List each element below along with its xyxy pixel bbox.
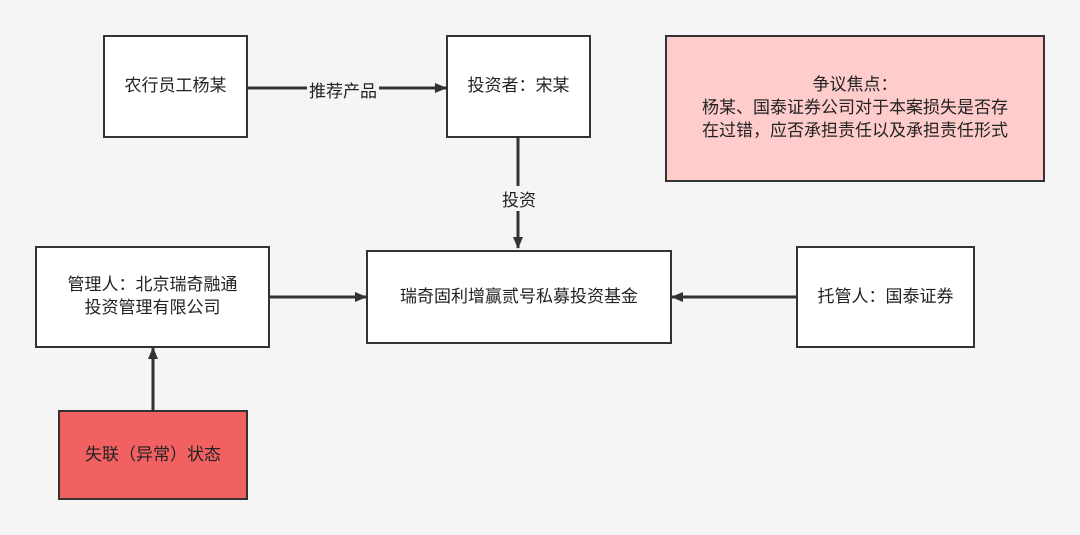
dispute-focus-text-line2: 在过错，应否承担责任以及承担责任形式	[702, 120, 1008, 141]
node-employee: 农行员工杨某	[103, 35, 248, 138]
edge-label-recommend: 推荐产品	[307, 77, 379, 102]
node-manager-line1: 管理人：北京瑞奇融通	[67, 275, 238, 296]
node-manager-line2: 投资管理有限公司	[84, 298, 221, 318]
node-investor: 投资者：宋某	[446, 35, 591, 138]
dispute-focus-title: 争议焦点：	[812, 75, 898, 96]
node-custodian-label: 托管人：国泰证券	[817, 286, 954, 307]
node-custodian: 托管人：国泰证券	[796, 246, 975, 348]
edge-label-invest: 投资	[500, 186, 538, 211]
node-manager: 管理人：北京瑞奇融通 投资管理有限公司	[35, 246, 270, 348]
node-fund-label: 瑞奇固利增赢贰号私募投资基金	[400, 286, 638, 307]
node-lost-contact: 失联（异常）状态	[58, 410, 248, 500]
node-lost-contact-label: 失联（异常）状态	[85, 444, 221, 465]
node-investor-label: 投资者：宋某	[467, 76, 570, 97]
dispute-focus-text-line1: 杨某、国泰证券公司对于本案损失是否存	[702, 98, 1008, 119]
node-employee-label: 农行员工杨某	[124, 76, 227, 97]
node-dispute-focus: 争议焦点： 杨某、国泰证券公司对于本案损失是否存 在过错，应否承担责任以及承担责…	[665, 35, 1045, 182]
node-fund: 瑞奇固利增赢贰号私募投资基金	[366, 250, 672, 344]
